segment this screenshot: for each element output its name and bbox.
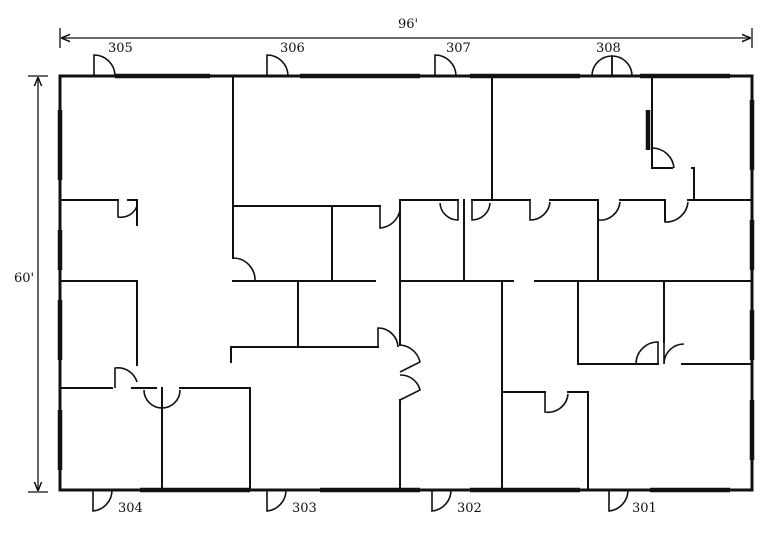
suite-label-303: 303 bbox=[292, 501, 317, 516]
width-dimension: 96' bbox=[59, 17, 753, 48]
suite-label-305: 305 bbox=[108, 41, 133, 56]
suite-door-305: 305 bbox=[93, 41, 133, 77]
suite-door-304: 304 bbox=[92, 489, 143, 516]
windows bbox=[57, 73, 755, 493]
suite-door-308: 308 bbox=[591, 41, 633, 77]
interior-doors bbox=[114, 147, 689, 414]
suite-label-301: 301 bbox=[632, 501, 657, 516]
suite-label-307: 307 bbox=[446, 41, 471, 56]
suite-label-302: 302 bbox=[457, 501, 482, 516]
suite-door-301: 301 bbox=[608, 489, 657, 516]
suite-door-302: 302 bbox=[431, 489, 482, 516]
width-label: 96' bbox=[398, 17, 418, 32]
suite-label-304: 304 bbox=[118, 501, 143, 516]
height-dimension: 60' bbox=[14, 75, 48, 493]
suite-label-306: 306 bbox=[280, 41, 305, 56]
suite-door-306: 306 bbox=[266, 41, 305, 77]
suite-label-308: 308 bbox=[596, 41, 621, 56]
suite-door-307: 307 bbox=[434, 41, 471, 77]
height-label: 60' bbox=[14, 271, 34, 286]
suite-door-303: 303 bbox=[266, 489, 317, 516]
